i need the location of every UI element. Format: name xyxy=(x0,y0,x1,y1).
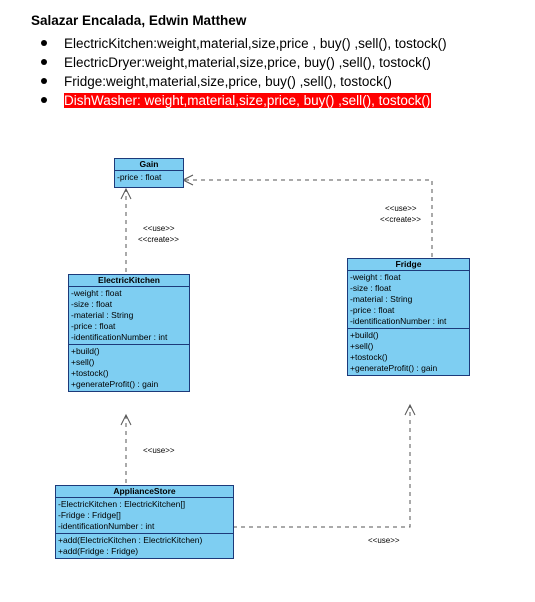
method: +sell() xyxy=(71,357,95,367)
stereotype-label: <<create>> xyxy=(380,215,421,224)
list-item-text: ElectricKitchen:weight,material,size,pri… xyxy=(64,36,447,51)
class-name: Gain xyxy=(115,159,183,171)
attribute: -identificationNumber : int xyxy=(58,521,155,531)
list-item-text: DishWasher: weight,material,size,price, … xyxy=(64,93,432,108)
attribute: -size : float xyxy=(71,299,113,309)
list-item-highlighted: DishWasher: weight,material,size,price, … xyxy=(40,91,447,110)
method: +generateProfit() : gain xyxy=(350,363,438,373)
attribute: -identificationNumber : int xyxy=(350,316,447,326)
bullet-icon xyxy=(41,97,47,103)
class-electric-kitchen: ElectricKitchen -weight : float -size : … xyxy=(68,274,190,392)
dependency-line-store-fridge xyxy=(233,406,411,528)
stereotype-label: <<use>> xyxy=(143,446,175,455)
class-fridge: Fridge -weight : float -size : float -ma… xyxy=(347,258,470,376)
method: +add(Fridge : Fridge) xyxy=(58,546,139,556)
attribute: -material : String xyxy=(350,294,413,304)
arrowhead-icon xyxy=(120,413,132,426)
class-name: ApplianceStore xyxy=(56,486,233,498)
stereotype-label: <<use>> xyxy=(385,204,417,213)
list-item: ElectricKitchen:weight,material,size,pri… xyxy=(40,34,447,53)
list-item: Fridge:weight,material,size,price, buy()… xyxy=(40,72,447,91)
bullet-icon xyxy=(41,40,47,46)
method: +tostock() xyxy=(71,368,109,378)
class-name: Fridge xyxy=(348,259,469,271)
stereotype-label: <<create>> xyxy=(138,235,179,244)
method: +sell() xyxy=(350,341,374,351)
class-appliance-store: ApplianceStore -ElectricKitchen : Electr… xyxy=(55,485,234,559)
method: +build() xyxy=(350,330,379,340)
list-item-text: ElectricDryer:weight,material,size,price… xyxy=(64,55,431,70)
bullet-icon xyxy=(41,59,47,65)
attribute: -Fridge : Fridge[] xyxy=(58,510,121,520)
stereotype-label: <<use>> xyxy=(143,224,175,233)
arrowhead-icon xyxy=(120,187,132,200)
class-attributes: -ElectricKitchen : ElectricKitchen[] -Fr… xyxy=(56,498,233,534)
method: +build() xyxy=(71,346,100,356)
attribute: -material : String xyxy=(71,310,134,320)
class-attributes: -weight : float -size : float -material … xyxy=(69,287,189,345)
attribute: -weight : float xyxy=(71,288,122,298)
class-gain: Gain -price : float xyxy=(114,158,184,188)
method: +generateProfit() : gain xyxy=(71,379,159,389)
requirements-list: ElectricKitchen:weight,material,size,pri… xyxy=(40,34,447,110)
method: +add(ElectricKitchen : ElectricKitchen) xyxy=(58,535,203,545)
list-item-text: Fridge:weight,material,size,price, buy()… xyxy=(64,74,392,89)
arrowhead-icon xyxy=(404,403,416,416)
class-attributes: -weight : float -size : float -material … xyxy=(348,271,469,329)
stereotype-label: <<use>> xyxy=(368,536,400,545)
attribute: -ElectricKitchen : ElectricKitchen[] xyxy=(58,499,186,509)
class-name: ElectricKitchen xyxy=(69,275,189,287)
attribute: -price : float xyxy=(350,305,395,315)
dependency-line-fridge-gain xyxy=(184,179,433,257)
class-methods: +build() +sell() +tostock() +generatePro… xyxy=(69,345,189,391)
attribute: -price : float xyxy=(117,172,162,182)
attribute: -identificationNumber : int xyxy=(71,332,168,342)
class-methods: +add(ElectricKitchen : ElectricKitchen) … xyxy=(56,534,233,558)
attribute: -size : float xyxy=(350,283,392,293)
list-item: ElectricDryer:weight,material,size,price… xyxy=(40,53,447,72)
attribute: -weight : float xyxy=(350,272,401,282)
class-attributes: -price : float xyxy=(115,171,183,187)
author-name: Salazar Encalada, Edwin Matthew xyxy=(31,13,247,28)
bullet-icon xyxy=(41,78,47,84)
class-methods: +build() +sell() +tostock() +generatePro… xyxy=(348,329,469,375)
attribute: -price : float xyxy=(71,321,116,331)
method: +tostock() xyxy=(350,352,388,362)
